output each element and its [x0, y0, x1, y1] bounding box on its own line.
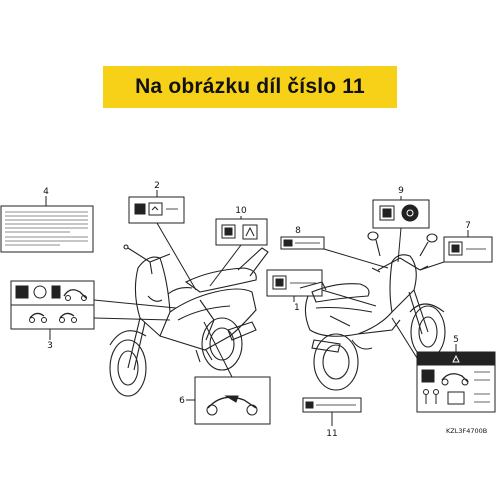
- part-banner-text: Na obrázku díl číslo 11: [135, 75, 365, 98]
- callout-7: 7: [465, 221, 471, 231]
- callout-1: 1: [294, 303, 300, 313]
- callout-9: 9: [398, 186, 404, 196]
- label-8: [280, 236, 389, 269]
- callout-5: 5: [453, 335, 459, 345]
- callout-3: 3: [47, 341, 53, 351]
- callout-2: 2: [154, 181, 160, 191]
- label-10: [209, 216, 268, 287]
- callout-11: 11: [326, 429, 337, 439]
- right-scooter: [299, 231, 446, 391]
- label-1: [266, 269, 377, 307]
- callout-6: 6: [179, 396, 185, 406]
- label-7: [419, 230, 493, 271]
- label-3: [10, 280, 95, 340]
- label-5: [391, 317, 496, 413]
- callout-4: 4: [43, 187, 49, 197]
- label-11: [302, 397, 362, 426]
- callout-8: 8: [295, 226, 301, 236]
- label-9: [372, 196, 430, 263]
- label-6: [186, 321, 271, 425]
- part-banner: Na obrázku díl číslo 11: [103, 66, 397, 108]
- label-4: [0, 196, 94, 253]
- drawing-code: KZL3F4700B: [446, 427, 487, 435]
- label-2: [128, 190, 197, 291]
- callout-10: 10: [235, 206, 247, 216]
- left-scooter: [109, 244, 269, 397]
